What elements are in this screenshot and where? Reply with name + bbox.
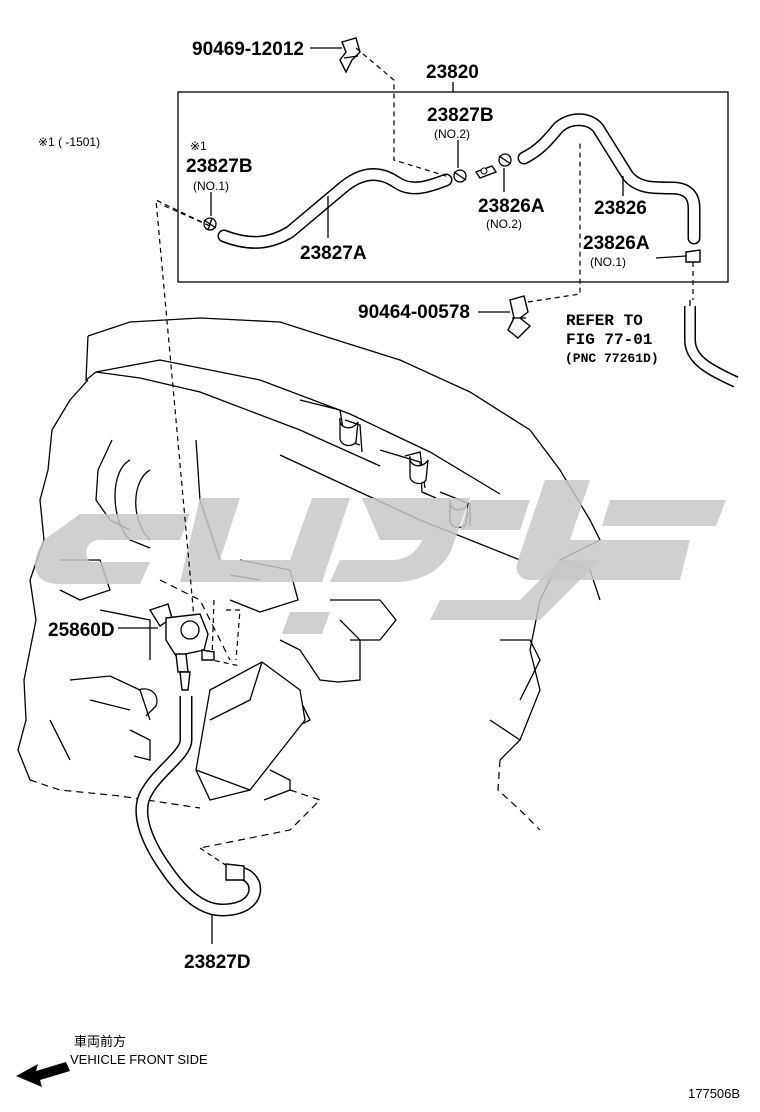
label-union-a-no2: 23826A bbox=[478, 196, 545, 217]
label-clip-bottom: 90464-00578 bbox=[358, 302, 470, 323]
arrow-left-icon bbox=[16, 1062, 70, 1087]
hose-23827a-inner bbox=[219, 169, 451, 248]
label-clip-top: 90469-12012 bbox=[192, 39, 304, 60]
note-hose-b-no1: (NO.1) bbox=[193, 179, 229, 193]
refer-line2: FIG 77-01 bbox=[566, 331, 652, 349]
note-range: ※1 ( -1501) bbox=[38, 135, 100, 149]
label-hose-a: 23827A bbox=[300, 243, 367, 264]
label-hose-b-no1: 23827B bbox=[186, 156, 253, 177]
label-valve: 25860D bbox=[48, 620, 115, 641]
clip-top-icon bbox=[339, 37, 361, 74]
legend-jp: 車両前方 bbox=[74, 1034, 126, 1049]
refer-hose-inner bbox=[685, 306, 738, 387]
hose-23827d-end bbox=[225, 863, 245, 881]
note-union-a-no2: (NO.2) bbox=[486, 217, 522, 231]
hose-23826-inner bbox=[519, 114, 699, 243]
note-symbol: ※1 bbox=[190, 139, 207, 153]
label-hose-b-no2: 23827B bbox=[427, 105, 494, 126]
refer-line3: (PNC 77261D) bbox=[565, 351, 659, 366]
clamp-23826a-no2-icon bbox=[498, 153, 512, 167]
label-assembly: 23820 bbox=[426, 62, 479, 83]
union-no1-icon bbox=[685, 249, 701, 263]
figure-code: 177506B bbox=[688, 1086, 740, 1101]
hose-23827d-inner bbox=[136, 696, 260, 916]
label-hose-d: 23827D bbox=[184, 952, 251, 973]
clamp-no2-icon bbox=[453, 169, 467, 183]
label-union-a-no1: 23826A bbox=[583, 233, 650, 254]
vsv-25860d-icon bbox=[148, 603, 215, 691]
clip-bottom-icon bbox=[507, 295, 532, 339]
clamp-no1-icon bbox=[203, 217, 217, 231]
union-no2-icon bbox=[474, 165, 498, 179]
legend-en: VEHICLE FRONT SIDE bbox=[70, 1052, 208, 1067]
note-union-a-no1: (NO.1) bbox=[590, 255, 626, 269]
label-hose: 23826 bbox=[594, 198, 647, 219]
refer-line1: REFER TO bbox=[566, 312, 643, 330]
note-hose-b-no2: (NO.2) bbox=[434, 127, 470, 141]
watermark-logo bbox=[34, 480, 726, 634]
